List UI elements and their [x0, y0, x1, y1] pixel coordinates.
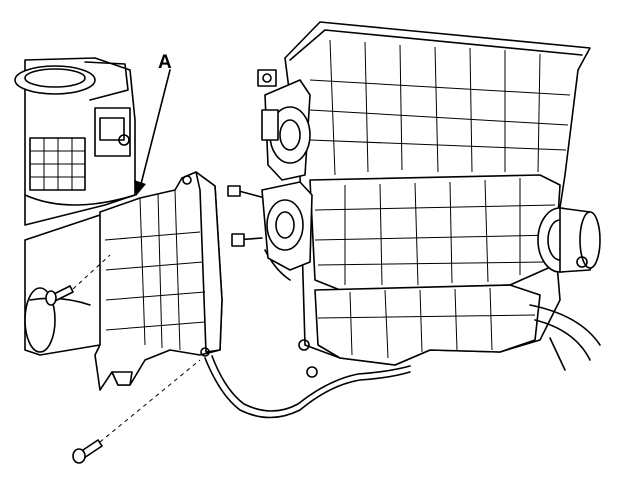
blower-unit [14, 57, 136, 226]
screw-lower [72, 359, 201, 464]
screw-upper [45, 254, 111, 306]
heater-unit [284, 21, 601, 371]
blower-lower-body [24, 214, 111, 356]
blend-door-motor [257, 69, 311, 181]
wiring-harness [204, 185, 411, 419]
callout-label-a: A [158, 52, 172, 73]
heater-duct-a [94, 171, 223, 391]
callout-arrow-a [134, 69, 171, 196]
mode-door-motor [261, 181, 318, 378]
